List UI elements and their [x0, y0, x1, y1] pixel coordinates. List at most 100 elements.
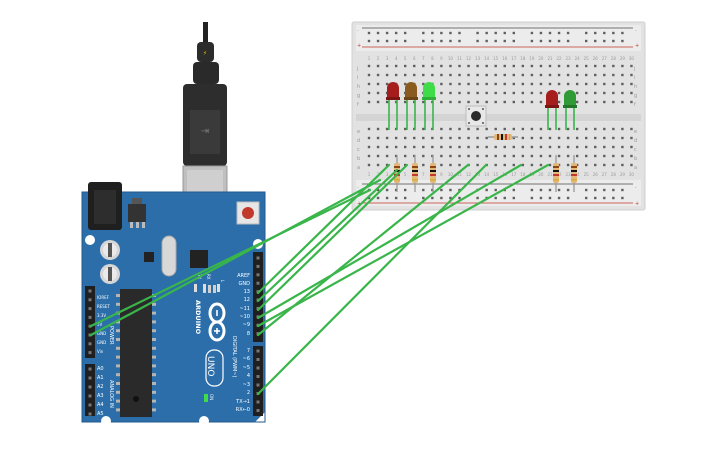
breadboard-hole[interactable]	[440, 73, 443, 77]
rail-hole[interactable]	[476, 39, 479, 43]
rail-hole[interactable]	[458, 196, 461, 200]
breadboard-hole[interactable]	[431, 136, 434, 140]
wire-pin10[interactable]	[256, 163, 523, 320]
breadboard-hole[interactable]	[539, 73, 543, 77]
breadboard-hole[interactable]	[503, 145, 506, 149]
header-pin[interactable]	[88, 394, 92, 398]
rail-hole[interactable]	[404, 188, 407, 192]
breadboard-hole[interactable]	[603, 82, 606, 86]
breadboard-hole[interactable]	[440, 100, 443, 104]
rail-hole[interactable]	[476, 31, 479, 35]
rail-hole[interactable]	[585, 196, 588, 200]
rail-hole[interactable]	[367, 31, 371, 35]
breadboard-hole[interactable]	[566, 145, 570, 149]
rail-hole[interactable]	[530, 31, 534, 35]
header-pin[interactable]	[88, 315, 92, 319]
breadboard-hole[interactable]	[621, 100, 624, 104]
rail-hole[interactable]	[494, 188, 497, 192]
breadboard-hole[interactable]	[422, 154, 425, 158]
breadboard-hole[interactable]	[503, 64, 506, 68]
breadboard-hole[interactable]	[503, 163, 506, 167]
rail-hole[interactable]	[367, 196, 371, 200]
breadboard-hole[interactable]	[376, 154, 380, 158]
breadboard-hole[interactable]	[521, 145, 525, 149]
breadboard-hole[interactable]	[557, 73, 561, 77]
breadboard-hole[interactable]	[385, 73, 389, 77]
breadboard-hole[interactable]	[376, 100, 380, 104]
resistor[interactable]	[571, 155, 577, 192]
breadboard-hole[interactable]	[521, 100, 525, 104]
breadboard-hole[interactable]	[440, 82, 443, 86]
breadboard-hole[interactable]	[367, 82, 371, 86]
breadboard-hole[interactable]	[485, 136, 488, 140]
breadboard-hole[interactable]	[476, 100, 479, 104]
breadboard-hole[interactable]	[521, 91, 525, 95]
rail-hole[interactable]	[404, 196, 407, 200]
breadboard-hole[interactable]	[512, 64, 515, 68]
rail-hole[interactable]	[612, 31, 615, 35]
breadboard-hole[interactable]	[503, 73, 506, 77]
breadboard-hole[interactable]	[630, 145, 633, 149]
breadboard-hole[interactable]	[413, 145, 416, 149]
breadboard-hole[interactable]	[476, 154, 479, 158]
header-pin[interactable]	[256, 366, 260, 370]
breadboard-hole[interactable]	[404, 64, 407, 68]
breadboard-hole[interactable]	[548, 136, 552, 140]
breadboard-hole[interactable]	[557, 100, 561, 104]
breadboard-hole[interactable]	[367, 100, 371, 104]
rail-hole[interactable]	[404, 31, 407, 35]
breadboard-hole[interactable]	[476, 82, 479, 86]
breadboard-hole[interactable]	[539, 145, 543, 149]
breadboard-hole[interactable]	[512, 145, 515, 149]
rail-hole[interactable]	[612, 188, 615, 192]
breadboard-hole[interactable]	[539, 154, 543, 158]
breadboard-hole[interactable]	[548, 163, 552, 167]
rail-hole[interactable]	[530, 196, 534, 200]
breadboard-hole[interactable]	[512, 73, 515, 77]
resistor-horizontal[interactable]	[488, 134, 518, 140]
breadboard-hole[interactable]	[394, 145, 398, 149]
breadboard-hole[interactable]	[612, 154, 615, 158]
breadboard-hole[interactable]	[575, 154, 579, 158]
breadboard-hole[interactable]	[404, 127, 407, 131]
rail-hole[interactable]	[548, 196, 552, 200]
rail-hole[interactable]	[503, 196, 506, 200]
breadboard-hole[interactable]	[539, 91, 543, 95]
rail-hole[interactable]	[512, 39, 515, 43]
header-pin[interactable]	[256, 256, 260, 260]
rail-hole[interactable]	[603, 39, 606, 43]
breadboard-hole[interactable]	[530, 91, 534, 95]
rail-hole[interactable]	[603, 31, 606, 35]
breadboard-hole[interactable]	[422, 82, 425, 86]
breadboard-hole[interactable]	[385, 145, 389, 149]
breadboard-hole[interactable]	[503, 100, 506, 104]
breadboard-hole[interactable]	[476, 127, 479, 131]
breadboard-hole[interactable]	[458, 154, 461, 158]
breadboard-hole[interactable]	[376, 145, 380, 149]
breadboard-hole[interactable]	[557, 91, 561, 95]
breadboard-hole[interactable]	[467, 136, 470, 140]
breadboard-hole[interactable]	[585, 136, 588, 140]
breadboard-hole[interactable]	[404, 145, 407, 149]
breadboard-hole[interactable]	[367, 154, 371, 158]
rail-hole[interactable]	[557, 39, 561, 43]
breadboard-hole[interactable]	[394, 100, 398, 104]
breadboard-hole[interactable]	[575, 82, 579, 86]
breadboard-hole[interactable]	[548, 64, 552, 68]
breadboard-hole[interactable]	[521, 154, 525, 158]
header-pin[interactable]	[256, 273, 260, 277]
breadboard-hole[interactable]	[530, 136, 534, 140]
breadboard-hole[interactable]	[630, 73, 633, 77]
breadboard-hole[interactable]	[594, 91, 597, 95]
rail-hole[interactable]	[376, 196, 380, 200]
header-pin[interactable]	[88, 412, 92, 416]
breadboard-hole[interactable]	[413, 154, 416, 158]
breadboard-hole[interactable]	[485, 73, 488, 77]
breadboard-hole[interactable]	[566, 154, 570, 158]
breadboard-hole[interactable]	[458, 145, 461, 149]
breadboard-hole[interactable]	[585, 127, 588, 131]
rail-hole[interactable]	[449, 196, 452, 200]
rail-hole[interactable]	[422, 31, 425, 35]
rail-hole[interactable]	[485, 39, 488, 43]
breadboard-hole[interactable]	[630, 64, 633, 68]
